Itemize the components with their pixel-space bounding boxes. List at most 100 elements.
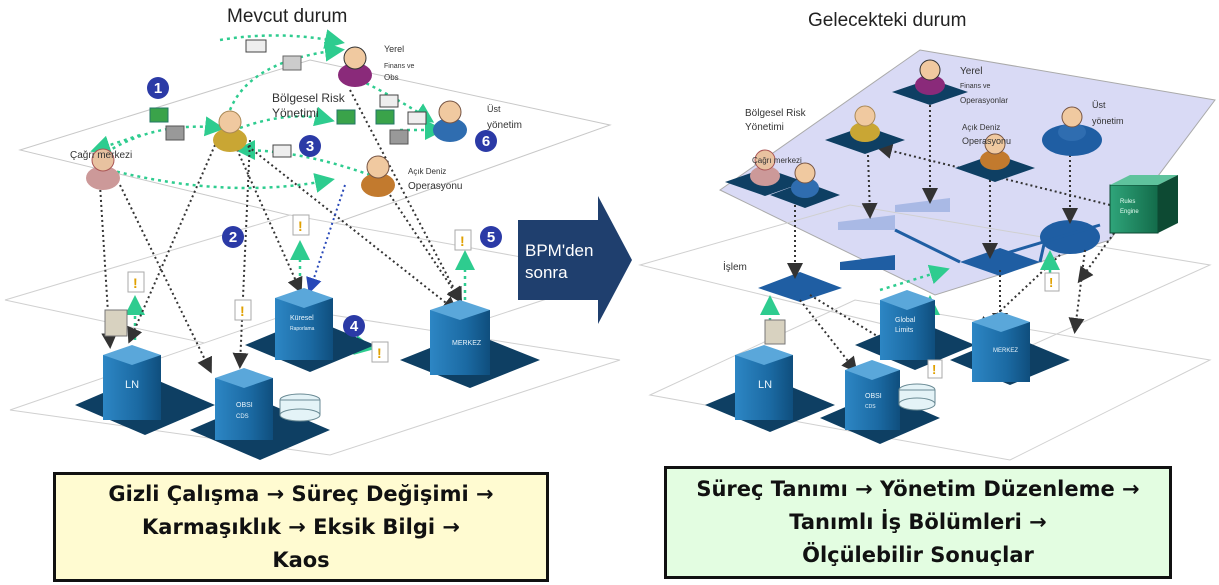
left-role-labels: Bölgesel Risk Yönetimi Çağrı merkezi Yer… bbox=[70, 44, 522, 192]
left-step-badges: 1 2 3 4 5 6 bbox=[147, 77, 502, 337]
svg-text:2: 2 bbox=[229, 229, 237, 246]
label-obsi-1: OBSI bbox=[236, 402, 253, 409]
right-person-offshore bbox=[955, 133, 1035, 182]
left-server-global bbox=[245, 288, 375, 372]
left-caption: Gizli Çalışma → Süreç Değişimi → Karmaşı… bbox=[53, 472, 549, 582]
left-server-ln bbox=[75, 345, 215, 435]
left-server-center bbox=[400, 300, 540, 388]
svg-text:!: ! bbox=[932, 362, 936, 377]
label-local-2: Finans ve bbox=[384, 63, 414, 70]
rules-engine-block bbox=[1109, 175, 1178, 234]
label-offshore-1: Açık Deniz bbox=[408, 167, 446, 176]
title-future: Gelecekteki durum bbox=[808, 10, 967, 31]
arrow-label: BPM'den sonra bbox=[525, 240, 593, 284]
right-server-obsi bbox=[820, 360, 940, 444]
right-system-labels: LN OBSI CDS Global Limits MERKEZ Rules E… bbox=[758, 199, 1139, 410]
label-obsi-2: CDS bbox=[236, 414, 249, 420]
label-ln: LN bbox=[125, 379, 139, 391]
left-black-links bbox=[99, 89, 463, 374]
bpm-arrow bbox=[518, 196, 632, 324]
r-label-global-2: Limits bbox=[895, 327, 914, 334]
r-label-call-center: Çağrı merkezi bbox=[752, 156, 802, 165]
r-label-global-1: Global bbox=[895, 317, 916, 324]
r-label-regional-2: Yönetimi bbox=[745, 122, 784, 133]
r-label-top-1: Üst bbox=[1092, 100, 1106, 110]
right-blue-links bbox=[894, 223, 1101, 264]
svg-text:!: ! bbox=[1049, 275, 1053, 290]
svg-text:!: ! bbox=[460, 233, 465, 249]
svg-text:4: 4 bbox=[350, 318, 359, 335]
right-server-center bbox=[950, 312, 1070, 385]
r-label-process: İşlem bbox=[723, 260, 747, 273]
left-person-top bbox=[433, 100, 467, 142]
r-label-obsi-1: OBSI bbox=[865, 393, 882, 400]
r-label-offshore-1: Açık Deniz bbox=[962, 123, 1000, 132]
svg-text:!: ! bbox=[377, 345, 382, 361]
r-label-rules-2: Engine bbox=[1120, 209, 1139, 215]
right-person-regional bbox=[825, 105, 905, 154]
left-system-labels: LN OBSI CDS Küresel Raporlama MERKEZ bbox=[125, 315, 482, 420]
svg-text:!: ! bbox=[240, 303, 245, 319]
arrow-label-line2: sonra bbox=[525, 263, 568, 282]
r-label-local-3: Operasyonlar bbox=[960, 96, 1008, 105]
left-person-local bbox=[338, 46, 372, 87]
label-top-2: yönetim bbox=[487, 120, 522, 131]
right-caption-line1: Süreç Tanımı → Yönetim Düzenleme → bbox=[696, 477, 1140, 501]
left-blue-link bbox=[306, 184, 346, 294]
label-center: MERKEZ bbox=[452, 340, 482, 347]
r-label-obsi-2: CDS bbox=[865, 404, 876, 410]
label-regional-1: Bölgesel Risk bbox=[272, 91, 346, 105]
right-caption-line3: Ölçülebilir Sonuçlar bbox=[802, 543, 1034, 567]
left-caption-line2: Karmaşıklık → Eksik Bilgi → bbox=[142, 514, 460, 539]
svg-text:!: ! bbox=[298, 218, 303, 234]
label-offshore-2: Operasyonu bbox=[408, 181, 462, 192]
right-caption: Süreç Tanımı → Yönetim Düzenleme → Tanım… bbox=[664, 466, 1172, 579]
svg-text:!: ! bbox=[133, 275, 138, 291]
right-person-top bbox=[1042, 106, 1102, 156]
r-label-offshore-2: Operasyonu bbox=[962, 136, 1011, 146]
step-badge-6: 6 bbox=[475, 130, 497, 152]
right-person-call-center-2 bbox=[770, 162, 840, 208]
svg-text:5: 5 bbox=[487, 229, 495, 246]
label-top-1: Üst bbox=[487, 104, 501, 114]
label-call-center: Çağrı merkezi bbox=[70, 150, 132, 161]
left-person-call-center bbox=[86, 148, 120, 190]
step-badge-5: 5 bbox=[480, 226, 502, 248]
r-label-center: MERKEZ bbox=[993, 348, 1018, 354]
step-badge-4: 4 bbox=[343, 315, 365, 337]
svg-text:1: 1 bbox=[154, 80, 162, 97]
left-doc-icons bbox=[104, 39, 427, 337]
label-global-1: Küresel bbox=[290, 315, 314, 322]
step-badge-2: 2 bbox=[222, 226, 244, 248]
step-badge-1: 1 bbox=[147, 77, 169, 99]
label-global-2: Raporlama bbox=[290, 326, 315, 332]
left-alert-icons: ! ! ! ! ! bbox=[127, 214, 472, 363]
title-current: Mevcut durum bbox=[227, 6, 348, 27]
svg-text:3: 3 bbox=[306, 138, 314, 155]
r-label-rules-1: Rules bbox=[1120, 199, 1135, 205]
r-label-regional-1: Bölgesel Risk bbox=[745, 108, 807, 119]
r-label-ln: LN bbox=[758, 379, 772, 391]
right-server-ln bbox=[705, 319, 835, 432]
svg-text:6: 6 bbox=[482, 133, 490, 150]
r-label-local-1: Yerel bbox=[960, 66, 982, 77]
right-server-global bbox=[855, 290, 975, 370]
right-person-local bbox=[892, 59, 968, 105]
left-person-offshore bbox=[361, 155, 395, 197]
arrow-label-line1: BPM'den bbox=[525, 241, 594, 260]
right-alert-icons: ! ! bbox=[927, 272, 1060, 379]
right-person-call-center bbox=[725, 149, 805, 196]
left-caption-line3: Kaos bbox=[272, 547, 330, 572]
left-caption-line1: Gizli Çalışma → Süreç Değişimi → bbox=[108, 481, 494, 506]
r-label-local-2: Finans ve bbox=[960, 83, 990, 90]
right-caption-line2: Tanımlı İş Bölümleri → bbox=[789, 510, 1047, 534]
left-server-obsi bbox=[190, 368, 330, 460]
label-local-3: Obs bbox=[384, 73, 399, 82]
step-badge-3: 3 bbox=[299, 135, 321, 157]
left-person-regional bbox=[213, 110, 247, 152]
right-role-labels: Bölgesel Risk Yönetimi Çağrı merkezi Yer… bbox=[723, 66, 1124, 273]
r-label-top-2: yönetim bbox=[1092, 116, 1124, 126]
label-regional-2: Yönetimi bbox=[272, 106, 319, 120]
label-local-1: Yerel bbox=[384, 44, 404, 54]
